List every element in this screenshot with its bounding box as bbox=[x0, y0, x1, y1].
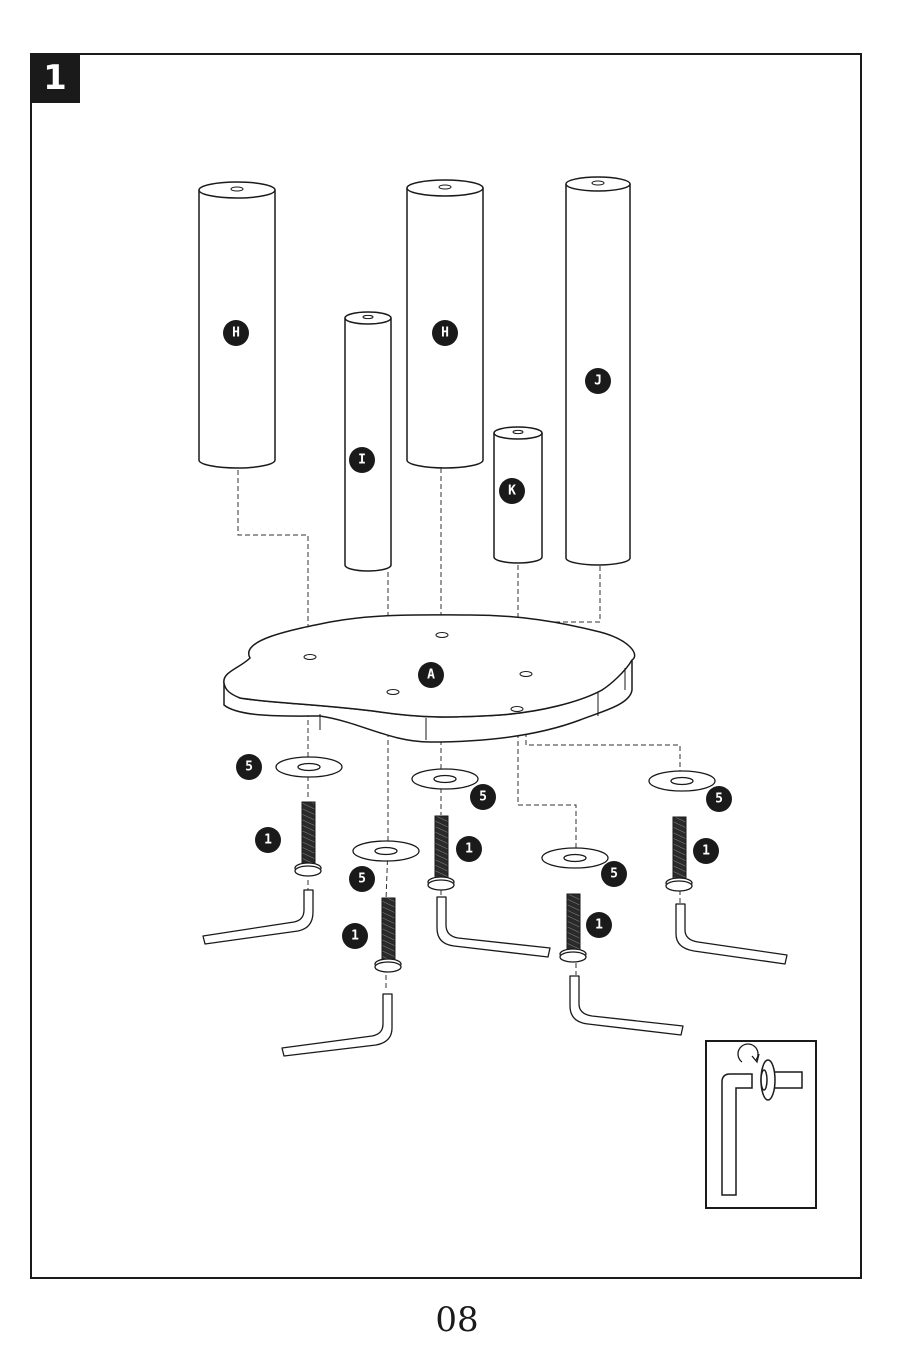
part-label-j: J bbox=[594, 374, 602, 389]
allen-key-3 bbox=[437, 897, 550, 957]
part-label-k: K bbox=[508, 484, 516, 499]
hardware-label-washer-5: 5 bbox=[715, 792, 723, 807]
washer-2 bbox=[353, 841, 419, 861]
leg-k: K bbox=[494, 427, 542, 563]
hardware-label-bolt-4: 1 bbox=[595, 918, 603, 933]
allen-key-2 bbox=[282, 994, 392, 1056]
leg-h-middle: H bbox=[407, 180, 483, 468]
bolt-5 bbox=[666, 817, 692, 891]
page-number: 08 bbox=[0, 1300, 914, 1340]
hardware-label-washer-3: 5 bbox=[479, 790, 487, 805]
allen-keys bbox=[203, 890, 787, 1056]
washer-5 bbox=[649, 771, 715, 791]
leg-i: I bbox=[345, 312, 391, 571]
bolt-2 bbox=[375, 898, 401, 972]
hardware-label-bolt-3: 1 bbox=[465, 842, 473, 857]
bolt-1 bbox=[295, 802, 321, 876]
part-label-a: A bbox=[427, 668, 435, 683]
hardware-label-bolt-5: 1 bbox=[702, 844, 710, 859]
leg-h-left: H bbox=[199, 182, 275, 468]
allen-key-1 bbox=[203, 890, 313, 944]
bolt-labels: 1 1 1 1 1 bbox=[255, 827, 719, 949]
washer-1 bbox=[276, 757, 342, 777]
hardware-label-washer-4: 5 bbox=[610, 867, 618, 882]
bolt-3 bbox=[428, 816, 454, 890]
part-label-h-left: H bbox=[232, 326, 240, 341]
washer-4 bbox=[542, 848, 608, 868]
washers bbox=[276, 757, 715, 868]
allen-key-5 bbox=[676, 904, 787, 964]
part-label-h-middle: H bbox=[441, 326, 449, 341]
washer-3 bbox=[412, 769, 478, 789]
leg-j: J bbox=[566, 177, 630, 565]
hardware-label-bolt-1: 1 bbox=[264, 833, 272, 848]
hardware-label-washer-2: 5 bbox=[358, 872, 366, 887]
hardware-label-bolt-2: 1 bbox=[351, 929, 359, 944]
bolt-4 bbox=[560, 894, 586, 962]
allen-key-4 bbox=[570, 976, 683, 1035]
tabletop-a: A bbox=[224, 615, 635, 742]
tightening-inset bbox=[706, 1041, 816, 1208]
hardware-label-washer-1: 5 bbox=[245, 760, 253, 775]
part-label-i: I bbox=[358, 453, 366, 468]
